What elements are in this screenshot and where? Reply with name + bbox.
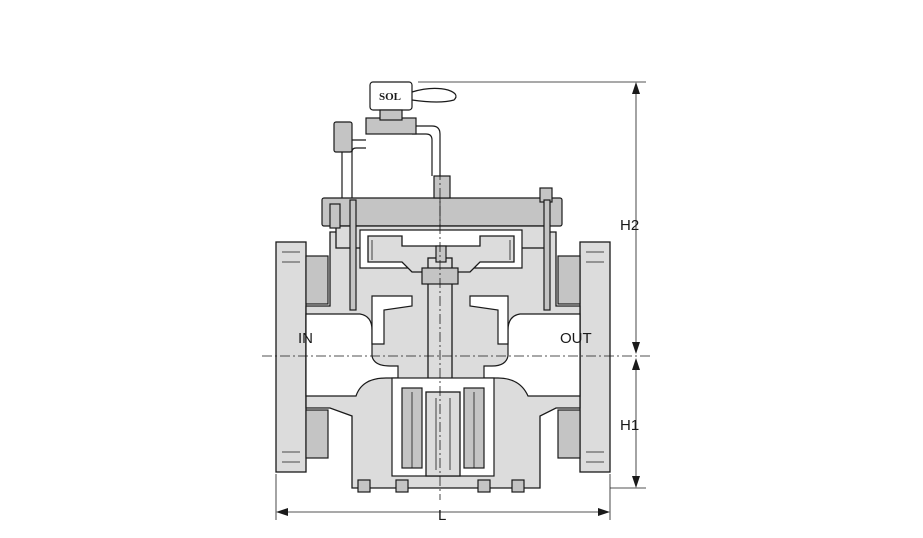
height-lower-label: H1: [620, 417, 639, 434]
length-label: L: [438, 507, 446, 524]
bottom-bolts: [357, 479, 525, 493]
inlet-flange: [275, 241, 329, 473]
bonnet-bolts: [329, 187, 553, 311]
solenoid-valve: [365, 81, 457, 135]
outlet-label: OUT: [560, 330, 592, 347]
pilot-tubing: [333, 121, 441, 198]
dimension-lines: [275, 81, 646, 520]
solenoid-label: SOL: [379, 91, 401, 103]
inlet-label: IN: [298, 330, 313, 347]
height-upper-label: H2: [620, 217, 639, 234]
lower-cartridge: [391, 377, 495, 477]
